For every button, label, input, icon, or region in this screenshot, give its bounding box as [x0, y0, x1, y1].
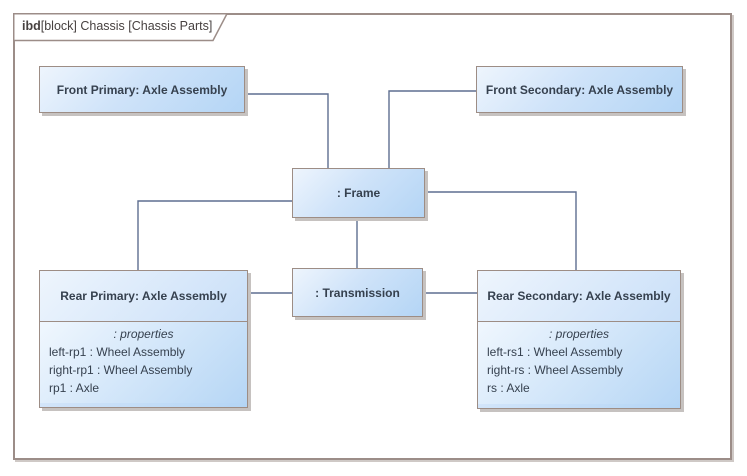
diagram-frame-tab	[13, 13, 229, 42]
part-front-primary[interactable]: Front Primary: Axle Assembly	[39, 66, 245, 113]
part-transmission-label: : Transmission	[315, 285, 400, 300]
part-rear-primary-label: Rear Primary: Axle Assembly	[40, 271, 247, 321]
diagram-frame-label: ibd[block] Chassis [Chassis Parts]	[22, 19, 212, 33]
connector-frame-rear-secondary[interactable]	[425, 191, 577, 270]
part-rear-secondary-properties: : properties left-rs1 : Wheel Assembly r…	[478, 321, 680, 404]
property-item: rp1 : Axle	[49, 381, 100, 395]
part-frame[interactable]: : Frame	[292, 168, 425, 218]
property-item: left-rs1 : Wheel Assembly	[487, 345, 623, 359]
property-item: rs : Axle	[487, 381, 530, 395]
properties-compartment-title: : properties	[548, 327, 610, 341]
part-rear-primary[interactable]: Rear Primary: Axle Assembly : properties…	[39, 270, 248, 408]
part-transmission[interactable]: : Transmission	[292, 268, 423, 317]
connector-front-primary-frame[interactable]	[245, 93, 329, 168]
property-item: right-rs : Wheel Assembly	[487, 363, 624, 377]
diagram-type-keyword: ibd	[22, 19, 41, 33]
connector-front-secondary-frame[interactable]	[388, 90, 476, 168]
connector-frame-rear-primary[interactable]	[137, 200, 292, 270]
diagram-name-text: [block] Chassis [Chassis Parts]	[40, 19, 213, 33]
part-rear-secondary-label: Rear Secondary: Axle Assembly	[478, 271, 680, 321]
part-rear-secondary[interactable]: Rear Secondary: Axle Assembly : properti…	[477, 270, 681, 409]
part-front-secondary-label: Front Secondary: Axle Assembly	[485, 82, 674, 97]
part-frame-label: : Frame	[336, 186, 381, 200]
property-item: right-rp1 : Wheel Assembly	[49, 363, 193, 377]
property-item: left-rp1 : Wheel Assembly	[49, 345, 186, 359]
properties-compartment-title: : properties	[113, 327, 174, 341]
part-front-secondary[interactable]: Front Secondary: Axle Assembly	[476, 66, 683, 113]
part-rear-primary-properties: : properties left-rp1 : Wheel Assembly r…	[40, 321, 247, 403]
part-front-primary-label: Front Primary: Axle Assembly	[56, 82, 228, 97]
